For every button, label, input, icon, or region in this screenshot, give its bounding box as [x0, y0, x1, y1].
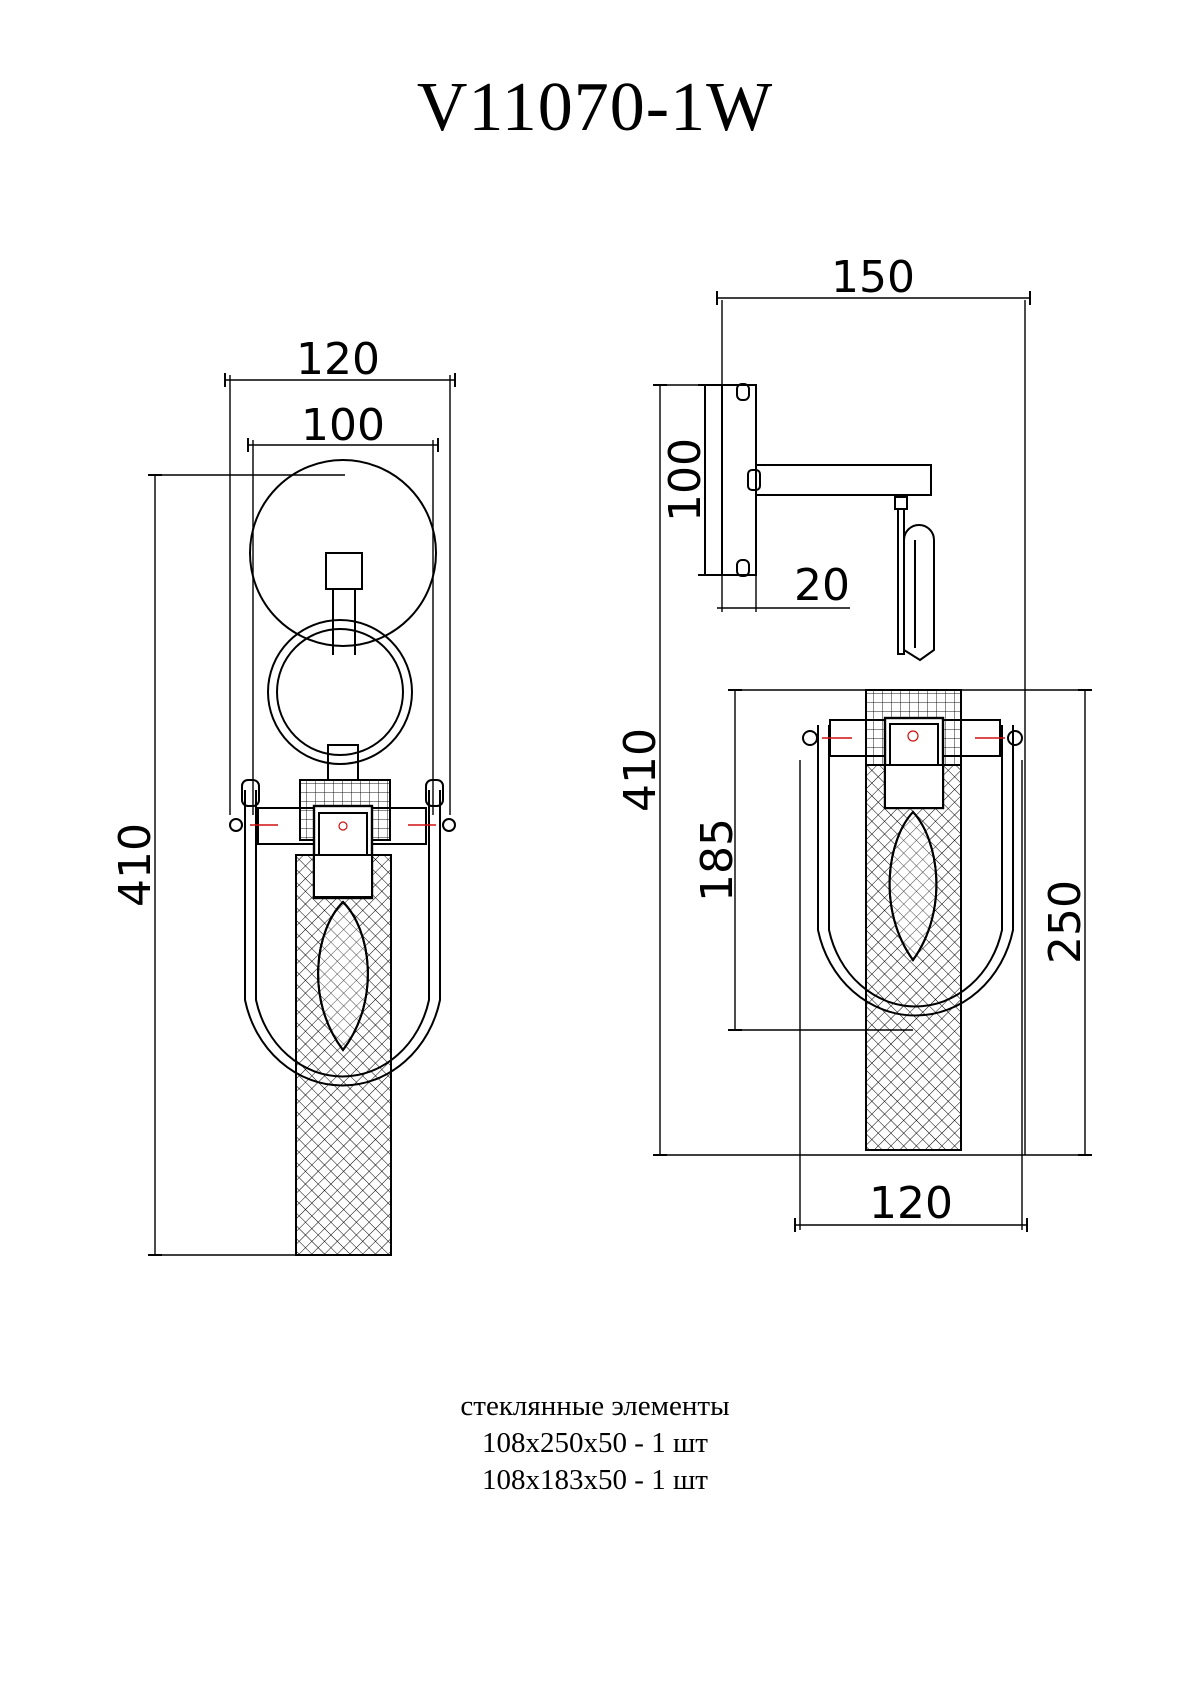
- side-dimensions: [653, 291, 1092, 1232]
- notes-heading: стеклянные элементы: [460, 1390, 730, 1422]
- front-view: [229, 375, 456, 1256]
- front-dimensions: [148, 373, 456, 1256]
- dim-side-plate-height: 100: [660, 438, 711, 522]
- dim-side-plate-depth: 20: [794, 560, 850, 611]
- dim-side-height: 410: [615, 728, 666, 812]
- dim-side-depth: 150: [831, 252, 915, 303]
- glass-elements-notes: стеклянные элементы 108x250x50 - 1 шт 10…: [0, 1388, 1190, 1499]
- side-view: [704, 383, 1023, 1151]
- dim-front-width-outer: 120: [296, 334, 380, 385]
- dim-front-height: 410: [110, 823, 161, 907]
- notes-item: 108x183x50 - 1 шт: [482, 1464, 708, 1496]
- model-title: V11070-1W: [416, 69, 774, 146]
- dim-front-width-inner: 100: [301, 400, 385, 451]
- notes-item: 108x250x50 - 1 шт: [482, 1427, 708, 1459]
- dim-side-glass-small: 185: [692, 818, 743, 902]
- dim-side-glass-large: 250: [1040, 880, 1091, 964]
- dim-side-width-bottom: 120: [869, 1178, 953, 1229]
